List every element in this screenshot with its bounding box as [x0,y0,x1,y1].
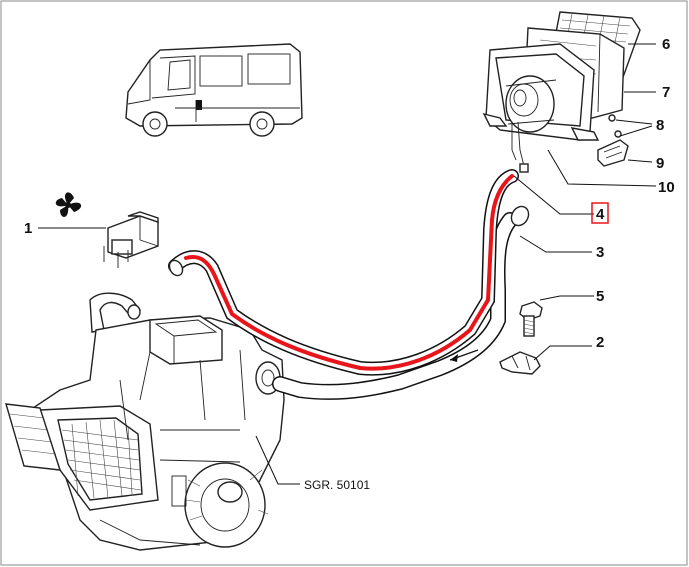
callout-9: 9 [656,155,664,172]
fan-switch-part [103,211,159,268]
callout-4-highlight-box [591,202,609,224]
van-illustration [125,43,303,137]
callout-2: 2 [596,334,604,351]
callout-1: 1 [24,220,32,237]
heater-unit-assembly [5,292,285,551]
callout-10: 10 [658,179,675,196]
bolt-part-5 [519,301,543,337]
highlight-path [184,174,514,371]
reference-label: SGR. 50101 [304,478,370,492]
callout-4: 4 [596,206,605,223]
heater-box-assembly [482,11,641,173]
hose-part-4 [168,169,519,376]
leader-lines [38,43,657,485]
callout-7: 7 [662,84,670,101]
hose-part-3 [272,205,530,400]
callout-6: 6 [662,36,670,53]
callout-8: 8 [656,117,664,134]
clip-part-2 [499,351,541,375]
fan-icon [55,192,82,217]
callout-3: 3 [596,244,604,261]
callout-5: 5 [596,288,604,305]
